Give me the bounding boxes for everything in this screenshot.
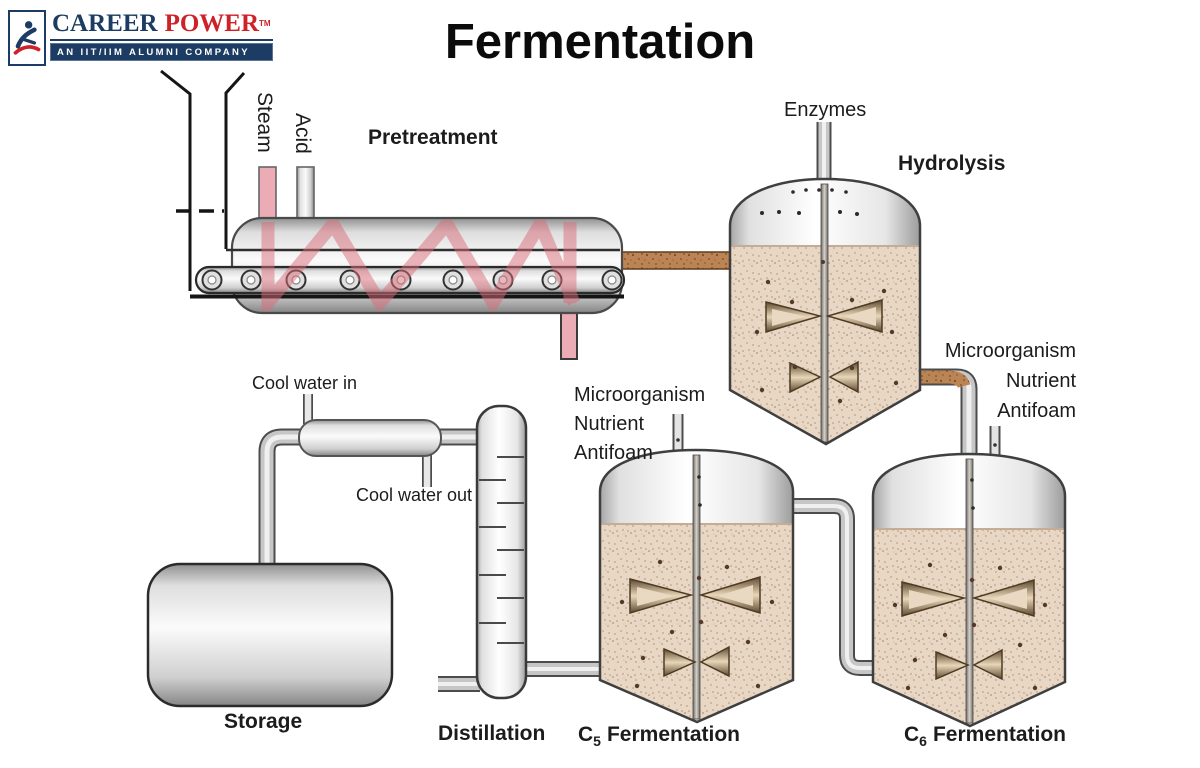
c5-subscript: 5 bbox=[593, 733, 601, 750]
agitator-shaft bbox=[692, 454, 701, 720]
runner-icon bbox=[8, 10, 46, 66]
slurry-pipe bbox=[619, 251, 736, 270]
distillate-pipe bbox=[258, 428, 478, 570]
steam-pipe bbox=[258, 166, 277, 222]
c5-symbol: C bbox=[578, 723, 594, 746]
cool-water-out-label: Cool water out bbox=[356, 485, 473, 505]
storage-tank bbox=[146, 562, 394, 708]
c5-word: Fermentation bbox=[606, 723, 740, 746]
c5-fermentation-tank bbox=[598, 448, 795, 724]
antifoam-label: Antifoam bbox=[574, 442, 653, 464]
c5-fermentation-label: C5 Fermentation bbox=[578, 723, 740, 749]
process-pipes bbox=[258, 122, 1001, 692]
nutrient-label: Nutrient bbox=[574, 413, 645, 435]
brand-primary: CAREER bbox=[52, 10, 158, 37]
drain-pipe bbox=[560, 309, 578, 360]
agitator-shaft bbox=[820, 183, 829, 443]
page-title: Fermentation bbox=[444, 15, 756, 69]
agitator-shaft bbox=[965, 458, 974, 724]
pretreatment-label: Pretreatment bbox=[368, 126, 498, 149]
hydrolysis-to-c6-pipe bbox=[918, 368, 978, 470]
feed-hopper bbox=[160, 69, 246, 291]
trademark: TM bbox=[259, 19, 271, 28]
c6-feed-label: Microorganism Nutrient Antifoam bbox=[930, 336, 1076, 426]
agitator-impellers bbox=[901, 578, 1035, 681]
nutrient-label: Nutrient bbox=[1005, 370, 1076, 392]
hydrolysis-tank bbox=[728, 177, 922, 446]
c6-word: Fermentation bbox=[932, 723, 1066, 746]
condenser bbox=[298, 419, 442, 457]
distillation-column bbox=[475, 404, 528, 700]
logo-tagline: AN IIT/IIM ALUMNI COMPANY bbox=[50, 43, 273, 61]
c5-feed-label: Microorganism Nutrient Antifoam bbox=[574, 381, 705, 468]
storage-label: Storage bbox=[224, 710, 303, 733]
c6-symbol: C bbox=[904, 723, 920, 746]
microorganism-label: Microorganism bbox=[574, 384, 706, 406]
c5-c6-transfer-pipe bbox=[790, 498, 876, 676]
agitator-impellers bbox=[629, 575, 761, 678]
acid-label: Acid bbox=[291, 113, 314, 154]
cool-water-in-label: Cool water in bbox=[252, 373, 358, 393]
bubbles bbox=[760, 188, 859, 216]
distillation-label: Distillation bbox=[438, 722, 546, 745]
brand-secondary: POWER bbox=[164, 10, 260, 37]
antifoam-label: Antifoam bbox=[997, 400, 1076, 422]
microorganism-label: Microorganism bbox=[944, 340, 1076, 362]
agitator-impellers bbox=[765, 298, 883, 394]
c6-fermentation-tank bbox=[871, 452, 1067, 728]
enzymes-label: Enzymes bbox=[784, 99, 867, 121]
c6-subscript: 6 bbox=[919, 733, 927, 750]
screw-conveyor-zigzag bbox=[261, 220, 580, 311]
hydrolysis-label: Hydrolysis bbox=[898, 152, 1006, 175]
steam-label: Steam bbox=[253, 92, 276, 153]
c6-fermentation-label: C6 Fermentation bbox=[904, 723, 1066, 749]
acid-pipe bbox=[296, 166, 315, 222]
